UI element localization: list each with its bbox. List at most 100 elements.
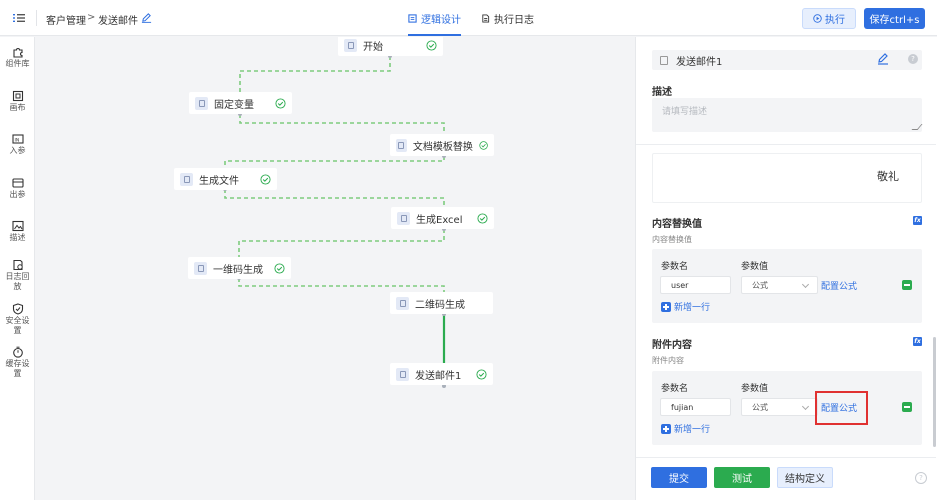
param-name-input[interactable]: fujian (660, 398, 731, 416)
canvas-icon (12, 90, 23, 102)
sidebar-item-description[interactable]: 描述 (0, 220, 35, 243)
flow-node-barcode[interactable]: 一维码生成 (188, 257, 291, 279)
menu-icon[interactable] (12, 11, 26, 25)
help-icon[interactable]: ? (908, 54, 918, 64)
node-name-field[interactable]: 发送邮件1 (652, 50, 922, 70)
node-doc-icon (194, 261, 207, 275)
column-header-name: 参数名 (661, 262, 689, 272)
param-value-select[interactable]: 公式 (741, 398, 818, 416)
flow-node-label: 生成文件 (199, 175, 239, 187)
configure-formula-link[interactable]: 配置公式 (821, 282, 858, 292)
attachments-title: 附件内容 (652, 340, 692, 351)
param-value-select[interactable]: 公式 (741, 276, 818, 294)
puzzle-icon (12, 48, 23, 58)
remove-row-icon[interactable] (902, 280, 912, 290)
plus-icon (661, 423, 671, 434)
formula-fx-icon[interactable]: fx (913, 216, 922, 225)
param-value-selected: 公式 (752, 280, 768, 290)
sidebar-label-canvas: 画布 (9, 103, 26, 112)
flow-node-label: 固定变量 (214, 99, 254, 111)
shield-icon (12, 303, 23, 315)
sidebar-label-components: 组件库 (5, 59, 30, 68)
add-row-button[interactable]: 新增一行 (661, 300, 710, 313)
flow-node-generate-excel[interactable]: 生成Excel (391, 207, 494, 229)
add-row-label: 新增一行 (674, 303, 711, 313)
input-params-icon: IN (11, 134, 24, 144)
node-doc-icon (396, 138, 407, 152)
sidebar-item-cache[interactable]: 缓存设置 (0, 346, 35, 379)
schema-definition-button[interactable]: 结构定义 (777, 467, 833, 488)
configure-formula-link[interactable]: 配置公式 (821, 404, 858, 414)
sidebar-item-components[interactable]: 组件库 (0, 46, 35, 69)
sidebar-label-description: 描述 (9, 233, 26, 242)
node-name-value: 发送邮件1 (676, 56, 723, 68)
sidebar-label-input-params: 入参 (9, 146, 26, 155)
flow-node-qrcode[interactable]: 二维码生成 (390, 292, 493, 314)
mail-body-editor[interactable]: 敬礼 (652, 153, 922, 203)
flow-node-label: 发送邮件1 (415, 370, 462, 382)
help-icon[interactable]: ? (915, 472, 927, 484)
formula-fx-icon[interactable]: fx (913, 337, 922, 346)
left-sidebar: 组件库 画布 IN 入参 出参 描述 日志回放 安全设置 缓存设置 (0, 37, 35, 500)
resize-handle-icon[interactable] (911, 124, 923, 130)
node-doc-icon (396, 296, 409, 310)
column-header-value: 参数值 (741, 262, 769, 272)
plus-icon (661, 301, 671, 312)
svg-text:IN: IN (14, 137, 19, 143)
sidebar-label-security: 安全设置 (5, 316, 30, 335)
output-params-icon (11, 178, 24, 188)
param-name-input[interactable]: user (660, 276, 731, 294)
sidebar-item-output-params[interactable]: 出参 (0, 177, 35, 200)
tab-execution-log[interactable]: 执行日志 (481, 0, 534, 36)
description-label: 描述 (652, 87, 672, 98)
remove-row-icon[interactable] (902, 402, 912, 412)
sidebar-item-canvas[interactable]: 画布 (0, 90, 35, 113)
breadcrumb-separator: > (87, 12, 96, 23)
edit-name-icon[interactable] (141, 12, 152, 23)
attachments-subtitle: 附件内容 (652, 356, 684, 365)
flow-connections (223, 54, 446, 388)
sidebar-label-log-replay: 日志回放 (5, 272, 30, 291)
sidebar-item-input-params[interactable]: IN 入参 (0, 133, 35, 156)
section-divider (636, 144, 936, 145)
panel-scrollbar[interactable] (933, 337, 936, 447)
param-value-selected: 公式 (752, 402, 768, 412)
flow-node-generate-file[interactable]: 生成文件 (174, 168, 277, 190)
top-bar: 客户管理 > 发送邮件 逻辑设计 执行日志 执行 保存ctrl+s (0, 0, 937, 36)
sidebar-item-log-replay[interactable]: 日志回放 (0, 259, 35, 292)
breadcrumb-current: 发送邮件 (98, 16, 138, 27)
check-circle-icon (275, 97, 286, 109)
flow-node-label: 开始 (363, 41, 383, 53)
check-circle-icon (476, 368, 487, 380)
sidebar-label-output-params: 出参 (9, 190, 26, 199)
flow-node-doc-template[interactable]: 文档模板替换 (390, 134, 494, 156)
save-button[interactable]: 保存ctrl+s (864, 8, 925, 29)
description-placeholder: 请填写描述 (662, 107, 708, 117)
add-row-button[interactable]: 新增一行 (661, 422, 710, 435)
check-circle-icon (274, 262, 285, 274)
header-divider (36, 10, 37, 26)
sidebar-item-security[interactable]: 安全设置 (0, 303, 35, 336)
tab-logic-design[interactable]: 逻辑设计 (408, 0, 461, 36)
flow-node-start[interactable]: 开始 (338, 37, 443, 56)
check-circle-icon (477, 212, 488, 224)
add-row-label: 新增一行 (674, 425, 711, 435)
test-button[interactable]: 测试 (714, 467, 770, 488)
description-textarea[interactable]: 请填写描述 (652, 98, 923, 132)
submit-button[interactable]: 提交 (651, 467, 707, 488)
description-icon (11, 220, 24, 232)
flow-node-send-mail[interactable]: 发送邮件1 (390, 363, 493, 385)
column-header-value: 参数值 (741, 384, 769, 394)
log-replay-icon (12, 259, 23, 271)
flow-node-fixed-variable[interactable]: 固定变量 (189, 92, 292, 114)
design-tab-icon (408, 13, 417, 23)
attachments-table: 参数名 参数值 fujian 公式 配置公式 新增一行 (652, 371, 922, 445)
check-circle-icon (260, 173, 271, 185)
run-button[interactable]: 执行 (802, 8, 856, 29)
panel-footer: 提交 测试 结构定义 ? (636, 457, 936, 500)
edit-icon[interactable] (877, 53, 889, 65)
flow-canvas[interactable]: 开始 固定变量 文档模板替换 生成文件 生成Excel 一维码生成 二维码生成 … (36, 37, 634, 500)
node-doc-icon (397, 211, 410, 225)
edge-barcode-to-qrcode (238, 278, 445, 303)
breadcrumb-parent[interactable]: 客户管理 (46, 16, 86, 27)
